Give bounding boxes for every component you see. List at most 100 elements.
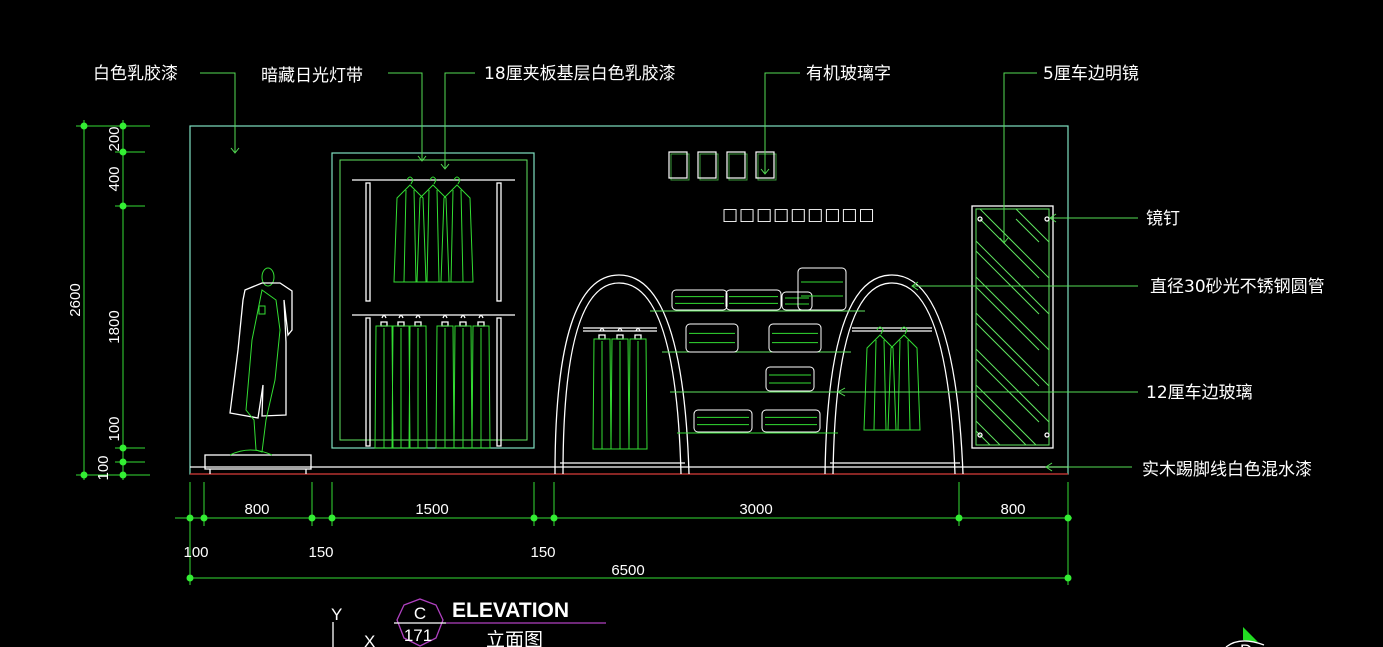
dim-horizontal-800b: 800 [1000,501,1025,518]
mirror-hatch-line [975,348,1050,423]
clip-hanger [441,314,449,327]
folded-garment [693,409,753,433]
jacket [393,184,427,283]
dim-vertical-100b: 100 [95,455,112,480]
folded-garment [781,291,813,311]
section-marker: C 171 [394,598,606,647]
mirror-hatch-line [975,322,1040,387]
callout-glass-shelf: 12厘车边玻璃 [1146,383,1253,403]
jacket [863,334,897,431]
hanger [406,176,414,185]
trouser [471,325,491,449]
drawing-title: ELEVATION [452,599,569,622]
trouser [628,338,648,450]
callout-mirror: 5厘车边明镜 [1043,64,1139,84]
jacket-fold [403,189,417,283]
sign-glyph-shadow [699,153,719,181]
callout-steel-tube: 直径30砂光不锈钢圆管 [1150,277,1325,297]
dim-horizontal-1500: 1500 [415,501,448,518]
folded-garment [797,267,847,311]
callout-leaders [200,72,1138,472]
sign-glyph-shadow [728,153,748,181]
sign-glyph [697,151,717,179]
jackets-upper [393,176,474,283]
clip-hanger [477,314,485,327]
svg-text:Y: Y [331,605,342,624]
mirror-hatch-line [975,312,1050,387]
folded-garment [765,366,815,392]
sign-glyph-shadow [757,153,777,181]
dim-horizontal-150a: 150 [308,544,333,561]
acrylic-sign-large [668,151,777,181]
clip-hanger [616,327,624,340]
mirror-hatch-line [975,420,1001,446]
callout-hidden-lightstrip: 暗藏日光灯带 [261,66,363,86]
jacket-fold [426,189,440,283]
jacket-fold [450,189,464,283]
mirror-hatch-line [1015,208,1050,243]
svg-text:X: X [364,632,375,647]
jacket [887,334,921,431]
jacket [416,184,450,283]
upper-hanging-rail [352,179,515,302]
callout-plywood-latex: 18厘夹板基层白色乳胶漆 [484,64,676,84]
folded-garment [725,289,782,311]
dim-vertical-200: 200 [106,126,123,151]
clip-hanger [380,314,388,327]
callout-white-latex: 白色乳胶漆 [93,64,178,84]
dim-vertical-1800: 1800 [106,310,123,343]
mirror-hatch-line [979,218,1040,279]
wall-niche [331,152,535,449]
jacket [440,184,474,283]
folded-garment [685,323,739,353]
sign-glyph [726,151,746,179]
folded-garment [768,323,822,353]
mannequin [204,267,312,474]
mirror-hatch-line [975,240,1050,315]
callout-mirror-nail: 镜钉 [1146,209,1180,229]
callout-acrylic-letters: 有机玻璃字 [806,64,891,84]
svg-text:171: 171 [404,626,432,645]
clip-hanger [634,327,642,340]
mirror-panel [971,205,1054,449]
dim-horizontal-100: 100 [183,544,208,561]
clip-hanger [397,314,405,327]
north-marker: D [1225,627,1265,647]
lower-hanging-rail [352,314,515,447]
folded-clothes [671,267,847,433]
sign-glyph-shadow [670,153,690,181]
svg-text:D: D [1240,641,1252,647]
mirror-hatch-line [975,394,1027,446]
hanger [876,326,884,335]
callout-skirting: 实木踢脚线白色混水漆 [1142,460,1312,480]
mirror-hatch-line [975,250,1040,315]
svg-text:C: C [414,604,426,623]
trousers-arch-left [592,327,648,450]
mirror-hatch-line [975,276,1050,351]
dim-horizontal-3000: 3000 [739,501,772,518]
dim-vertical-100a: 100 [106,416,123,441]
clip-hanger [414,314,422,327]
acrylic-sign-small: □□□□□□□□□ [722,205,876,225]
jackets-arch-right [863,326,921,431]
hanger [429,176,437,185]
jacket-fold [873,339,887,431]
ucs-axis-icon: Y X [331,605,375,647]
mirror-hatch-line [1015,218,1040,243]
mirror-hatch-line [975,384,1037,446]
sign-glyph [668,151,688,179]
mirror-hatch-line [975,358,1040,423]
dim-horizontal-150b: 150 [530,544,555,561]
dim-vertical-total: 2600 [67,283,84,316]
arch-right [824,274,964,475]
hanger [900,326,908,335]
vertical-dimension-lines [76,120,150,480]
trouser [408,325,428,449]
folded-garment [761,409,821,433]
clip-hanger [459,314,467,327]
dim-horizontal-800a: 800 [244,501,269,518]
hanger [453,176,461,185]
jacket-fold [897,339,911,431]
dim-vertical-400: 400 [106,166,123,191]
